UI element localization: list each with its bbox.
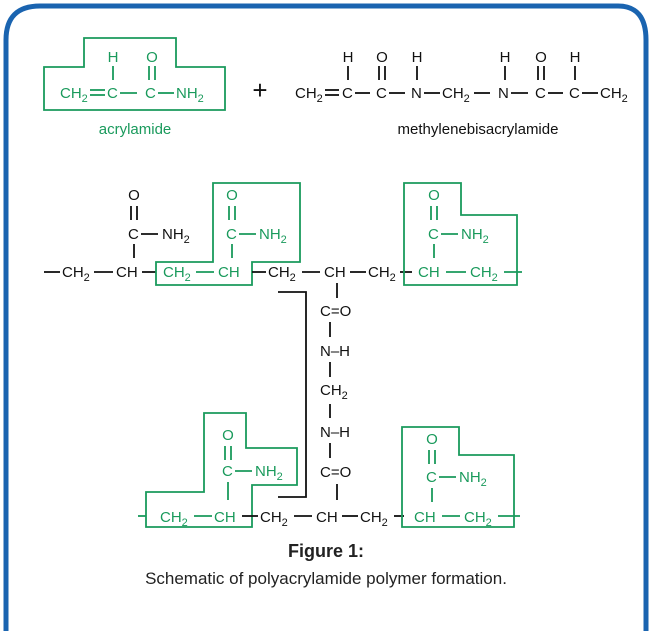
svg-text:H: H — [570, 49, 581, 66]
atom-o: O — [146, 49, 158, 66]
crosslink-bridge: C=O N–H CH2 N–H C=O — [278, 283, 351, 500]
svg-text:C: C — [535, 85, 546, 102]
svg-text:CH2: CH2 — [295, 85, 323, 105]
monomer-box-bottom-2 — [401, 426, 515, 528]
svg-text:H: H — [500, 49, 511, 66]
figure-border — [3, 3, 649, 631]
atom-nh2: NH2 — [176, 85, 204, 105]
svg-text:N–H: N–H — [320, 424, 350, 441]
svg-text:CH2: CH2 — [160, 509, 188, 529]
svg-text:O: O — [226, 187, 238, 204]
monomer-box-top-2 — [403, 182, 518, 286]
svg-text:C: C — [222, 463, 233, 480]
svg-text:CH: CH — [316, 509, 338, 526]
plus-sign: + — [252, 75, 267, 105]
monomer-box-top-1 — [155, 182, 301, 286]
svg-text:CH: CH — [218, 264, 240, 281]
svg-text:NH2: NH2 — [255, 463, 283, 483]
svg-text:CH2: CH2 — [163, 264, 191, 284]
svg-text:NH2: NH2 — [461, 226, 489, 246]
svg-text:NH2: NH2 — [459, 469, 487, 489]
svg-text:O: O — [535, 49, 547, 66]
svg-text:CH: CH — [116, 264, 138, 281]
svg-text:C: C — [376, 85, 387, 102]
svg-text:H: H — [343, 49, 354, 66]
svg-text:CH2: CH2 — [600, 85, 628, 105]
svg-text:CH: CH — [324, 264, 346, 281]
caption-text: Schematic of polyacrylamide polymer form… — [145, 569, 507, 588]
svg-text:CH: CH — [418, 264, 440, 281]
svg-text:C: C — [342, 85, 353, 102]
svg-text:O: O — [426, 431, 438, 448]
svg-text:C: C — [128, 226, 139, 243]
svg-text:C: C — [426, 469, 437, 486]
crosslink-bracket — [278, 291, 307, 498]
svg-text:CH2: CH2 — [464, 509, 492, 529]
svg-text:CH2: CH2 — [268, 264, 296, 284]
svg-text:CH2: CH2 — [360, 509, 388, 529]
atom-c2: C — [145, 85, 156, 102]
polymer-top-chain: O C NH2 CH2 CH O C NH2 CH2 CH CH2 CH CH2 — [44, 182, 522, 286]
bis-structure: H O H H O H CH2 C C N CH2 N C C CH2 — [295, 49, 628, 105]
svg-text:CH2: CH2 — [320, 382, 348, 402]
svg-text:C: C — [569, 85, 580, 102]
svg-text:NH2: NH2 — [162, 226, 190, 246]
svg-text:NH2: NH2 — [259, 226, 287, 246]
svg-text:C=O: C=O — [320, 303, 351, 320]
svg-text:O: O — [222, 427, 234, 444]
svg-text:CH2: CH2 — [260, 509, 288, 529]
bis-label: methylenebisacrylamide — [398, 121, 559, 138]
svg-text:CH2: CH2 — [62, 264, 90, 284]
svg-text:O: O — [428, 187, 440, 204]
monomer-box-bottom-1 — [145, 412, 298, 528]
acrylamide-box — [43, 37, 226, 111]
atom-ch2: CH2 — [60, 85, 88, 105]
svg-text:CH2: CH2 — [442, 85, 470, 105]
svg-text:H: H — [412, 49, 423, 66]
atom-h: H — [108, 49, 119, 66]
caption-title: Figure 1: — [288, 541, 364, 561]
svg-text:CH2: CH2 — [470, 264, 498, 284]
svg-text:CH: CH — [214, 509, 236, 526]
svg-text:C: C — [428, 226, 439, 243]
svg-text:C=O: C=O — [320, 464, 351, 481]
acrylamide-label: acrylamide — [99, 121, 172, 138]
svg-text:C: C — [226, 226, 237, 243]
polymer-bottom-chain: O C NH2 CH2 CH CH2 CH CH2 O C NH2 CH CH2 — [138, 412, 520, 529]
svg-text:CH: CH — [414, 509, 436, 526]
acrylamide-structure: H O CH2 C C NH2 — [43, 37, 226, 111]
svg-text:CH2: CH2 — [368, 264, 396, 284]
svg-text:N: N — [411, 85, 422, 102]
atom-c1: C — [107, 85, 118, 102]
svg-text:N–H: N–H — [320, 343, 350, 360]
svg-text:O: O — [376, 49, 388, 66]
svg-text:O: O — [128, 187, 140, 204]
svg-text:N: N — [498, 85, 509, 102]
